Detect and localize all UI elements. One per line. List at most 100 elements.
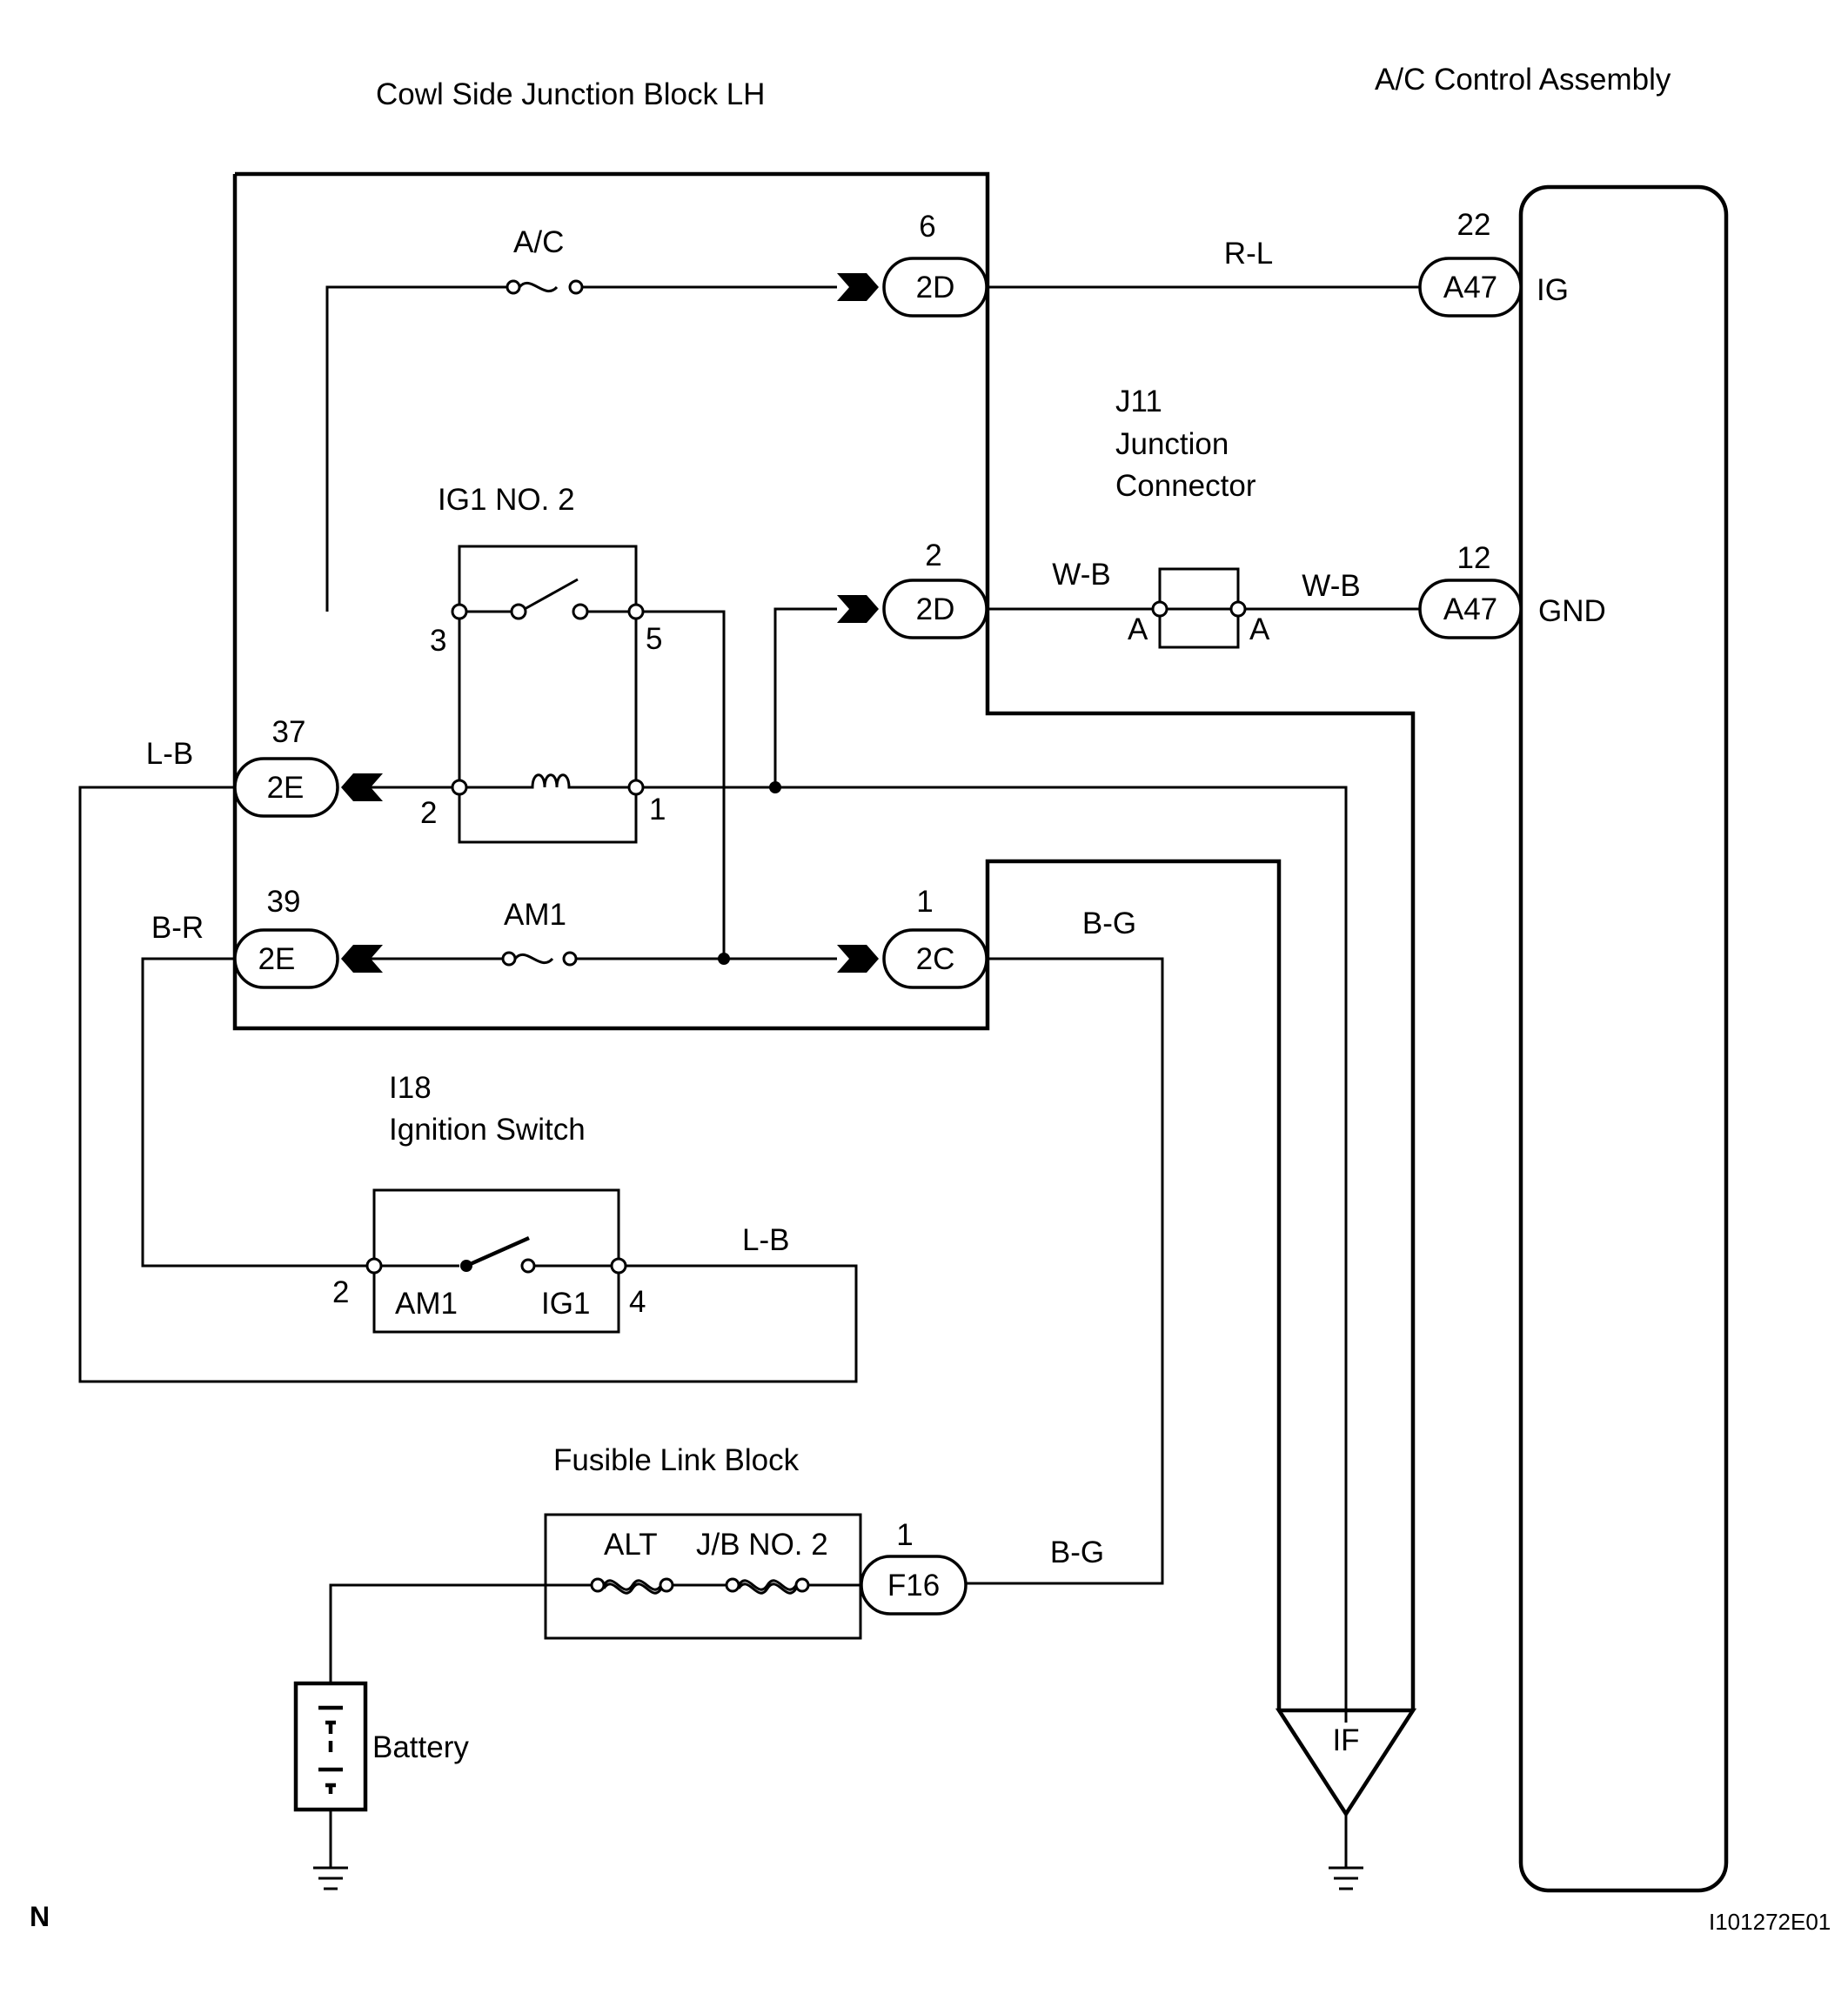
battery-label: Battery: [372, 1730, 469, 1764]
wire-color-l-b-switch: L-B: [742, 1223, 789, 1257]
wire-color-b-g-top: B-G: [1082, 907, 1136, 940]
fusible-link-block-box: [544, 1513, 862, 1640]
j11-label-connector: Connector: [1115, 469, 1256, 503]
relay-contact-blade: [524, 578, 579, 611]
wire-b-g: [967, 957, 1164, 1585]
connector-arrow-2e-39: [341, 945, 383, 973]
alt-fuse-symbol: [602, 1579, 663, 1595]
relay-coil: [466, 773, 629, 789]
j11-terminal-a-right: [1229, 600, 1247, 618]
junction-dot-am1: [718, 953, 730, 965]
wire-color-l-b-top: L-B: [146, 737, 193, 771]
pin-22-label: 22: [1457, 208, 1491, 242]
relay-contact-right: [572, 603, 589, 620]
connector-2c-label: 2C: [916, 942, 955, 976]
relay-terminal-3: [451, 603, 468, 620]
connector-arrow-2c: [837, 945, 879, 973]
pin-1-f16-label: 1: [896, 1518, 913, 1552]
jb2-fuse-left-terminal: [725, 1577, 740, 1593]
switch-pin-4-label: 4: [629, 1285, 646, 1319]
ac-control-assembly-box: [1518, 184, 1729, 1893]
alt-fuse-label: ALT: [604, 1528, 658, 1562]
jb2-fuse-right-terminal: [794, 1577, 810, 1593]
connector-a47-ig: [1418, 257, 1523, 318]
jb2-fuse-label: J/B NO. 2: [696, 1528, 828, 1562]
relay-contact-left: [510, 603, 527, 620]
connector-2d-mid-label: 2D: [916, 592, 955, 626]
connector-2e-37-label: 2E: [267, 771, 305, 805]
ig1-relay-label: IG1 NO. 2: [438, 483, 575, 517]
pin-12-label: 12: [1457, 541, 1491, 575]
pin-2-2d-label: 2: [925, 539, 941, 572]
ac-fuse-right-terminal: [568, 279, 584, 295]
ac-fuse-symbol: [518, 281, 559, 293]
switch-terminal-2: [365, 1257, 383, 1275]
connector-2e-39-label: 2E: [258, 942, 296, 976]
junction-dot-relay1: [769, 781, 781, 793]
am1-fuse-left-terminal: [501, 951, 517, 967]
alt-fuse-left-terminal: [590, 1577, 606, 1593]
pin-1-2c-label: 1: [916, 885, 933, 919]
connector-f16: [860, 1555, 968, 1616]
pin-6-label: 6: [919, 210, 935, 244]
connector-a47-gnd: [1418, 579, 1523, 639]
wire-battery-to-alt: [329, 1583, 592, 1683]
am1-fuse-label: AM1: [504, 898, 566, 932]
wire-color-w-b-left: W-B: [1052, 558, 1110, 592]
wire-color-r-l: R-L: [1224, 237, 1273, 271]
if-ground-label: IF: [1332, 1723, 1359, 1757]
relay-terminal-1: [627, 779, 645, 796]
terminal-ig-label: IG: [1537, 273, 1569, 307]
j11-pin-a-right-label: A: [1249, 612, 1270, 646]
connector-a47-ig-label: A47: [1443, 271, 1497, 304]
pin-39-label: 39: [267, 885, 301, 919]
jb2-fuse-symbol: [737, 1579, 798, 1595]
relay-pin-2-label: 2: [420, 796, 437, 830]
j11-terminal-a-left: [1151, 600, 1168, 618]
switch-contact: [520, 1258, 536, 1274]
junction-block-outline: [232, 171, 1416, 1710]
relay-terminal-2: [451, 779, 468, 796]
switch-ig1-label: IG1: [541, 1287, 590, 1321]
alt-fuse-right-terminal: [659, 1577, 674, 1593]
relay-pin-3-label: 3: [430, 624, 446, 658]
relay-pin-1-label: 1: [649, 793, 666, 826]
connector-arrow-2e-37: [341, 773, 383, 801]
switch-am1-label: AM1: [395, 1287, 458, 1321]
ac-control-assembly-title: A/C Control Assembly: [1375, 63, 1671, 97]
wire-color-w-b-right: W-B: [1302, 569, 1360, 603]
if-ground-icon: [1329, 1866, 1363, 1890]
if-ground-triangle: [1275, 1708, 1417, 1818]
wire-l-b-loop: [78, 786, 858, 1383]
am1-fuse-right-terminal: [562, 951, 578, 967]
fusible-link-block-label: Fusible Link Block: [553, 1443, 800, 1477]
pin-37-label: 37: [272, 715, 306, 749]
cowl-side-junction-block-title: Cowl Side Junction Block LH: [376, 77, 765, 111]
ig1-relay-box: [458, 545, 638, 844]
switch-blade: [465, 1235, 530, 1268]
j11-label-junction: Junction: [1115, 427, 1229, 461]
connector-f16-label: F16: [887, 1569, 940, 1603]
ac-fuse-label: A/C: [513, 225, 564, 259]
wire-relay5-to-am1-junction: [643, 610, 726, 959]
wire-relay1-to-if: [643, 786, 1348, 1723]
figure-code-label: I101272E01: [1709, 1909, 1831, 1935]
relay-pin-5-label: 5: [646, 622, 662, 656]
wire-color-b-r: B-R: [151, 911, 204, 945]
wire-relay3-to-ac-fuse: [325, 285, 507, 612]
relay-terminal-5: [627, 603, 645, 620]
connector-a47-gnd-label: A47: [1443, 592, 1497, 626]
connector-arrow-2d-mid: [837, 595, 879, 623]
ac-fuse-left-terminal: [506, 279, 521, 295]
battery-symbol: [318, 1705, 343, 1794]
ignition-switch-label: Ignition Switch: [389, 1113, 586, 1147]
ignition-switch-id-label: I18: [389, 1071, 432, 1105]
terminal-gnd-label: GND: [1538, 594, 1606, 628]
switch-terminal-4: [610, 1257, 627, 1275]
footer-n-label: N: [30, 1901, 50, 1932]
battery-ground-icon: [313, 1866, 348, 1890]
j11-label: J11: [1115, 385, 1162, 418]
connector-2d-top-label: 2D: [916, 271, 955, 304]
wire-color-b-g-bottom: B-G: [1050, 1536, 1104, 1569]
